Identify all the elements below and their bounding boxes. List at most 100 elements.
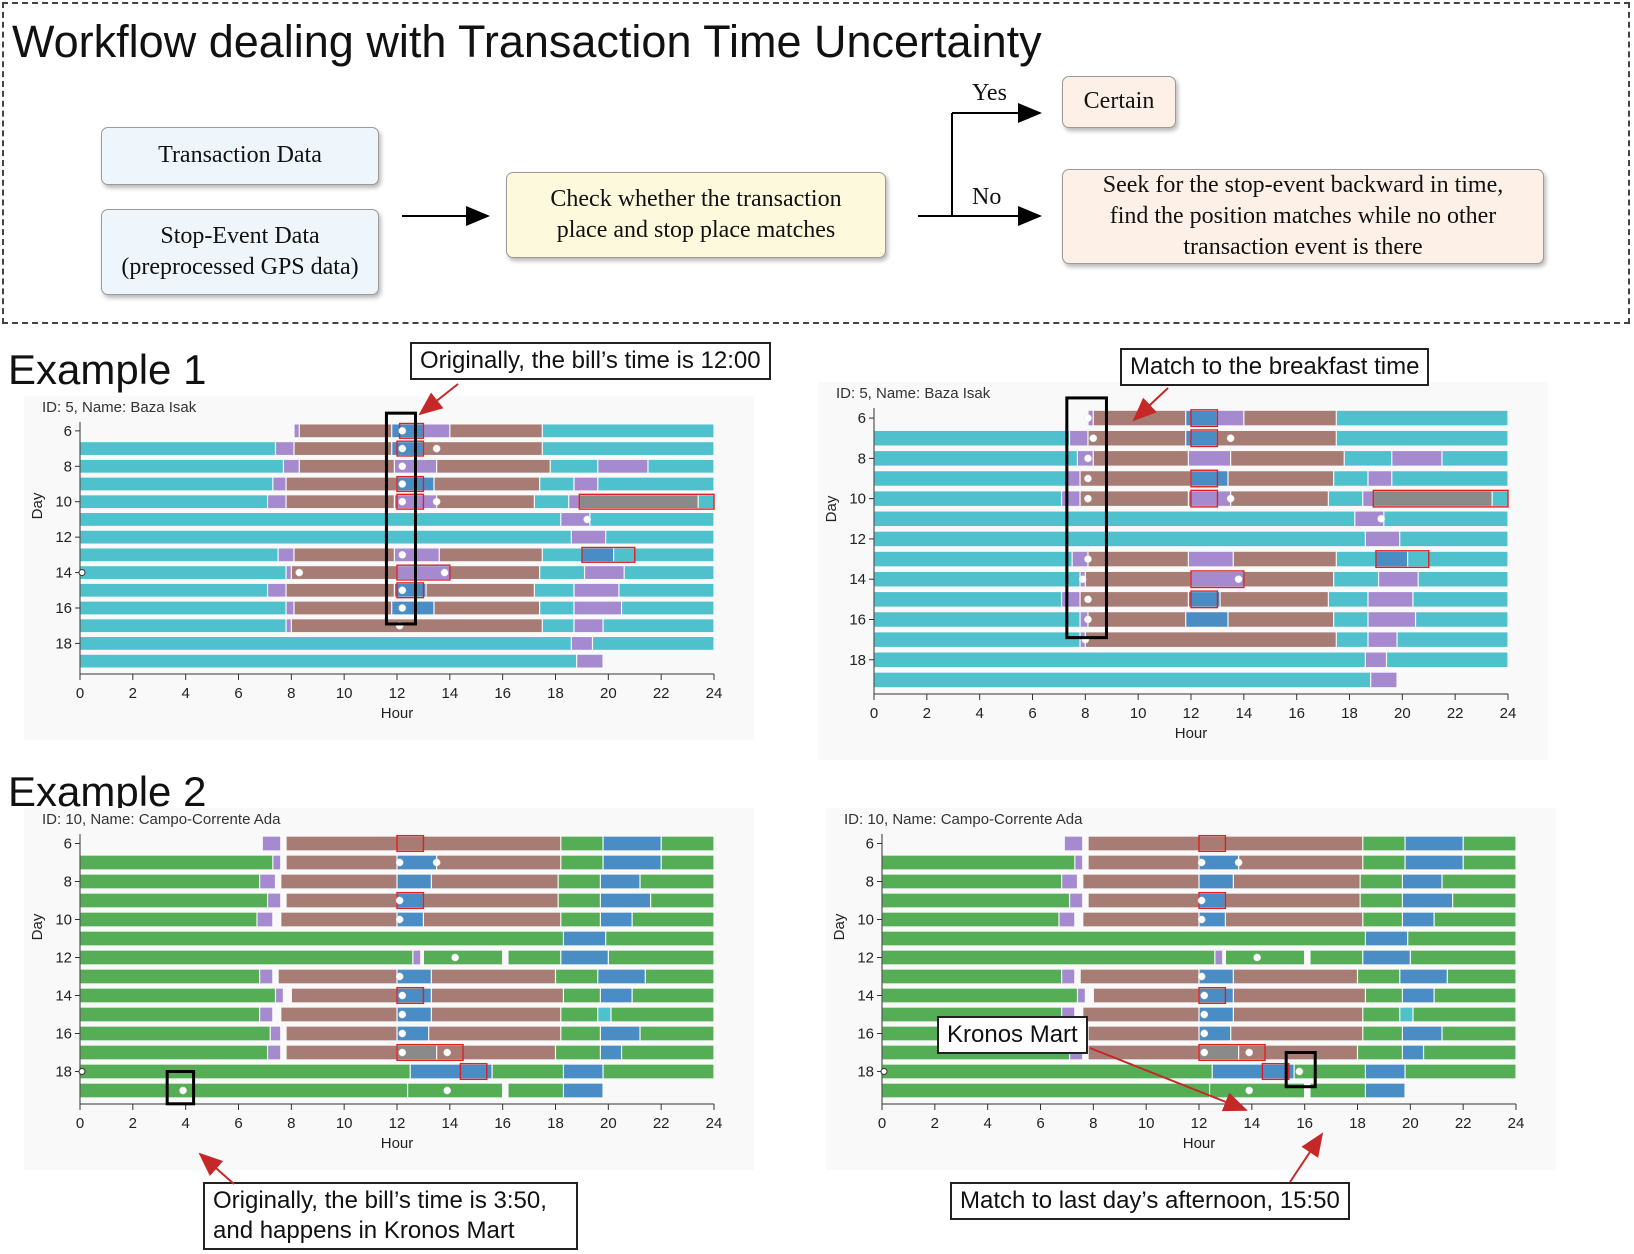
activity-segment xyxy=(1080,592,1188,607)
activity-segment xyxy=(1334,612,1368,627)
activity-segment xyxy=(1328,491,1363,506)
transaction-dot xyxy=(1197,858,1206,867)
activity-segment xyxy=(1400,1007,1413,1022)
activity-segment xyxy=(284,459,299,473)
transaction-dot xyxy=(583,515,592,524)
activity-segment xyxy=(397,912,423,927)
activity-segment xyxy=(651,893,714,908)
x-tick-label: 4 xyxy=(983,1115,991,1132)
activity-segment xyxy=(882,969,1062,984)
activity-segment xyxy=(80,548,278,562)
activity-segment xyxy=(574,619,603,633)
y-axis-label: Day xyxy=(29,492,46,519)
activity-segment xyxy=(1062,874,1077,889)
y-tick-label: 16 xyxy=(857,1026,874,1043)
y-tick-label: 8 xyxy=(64,874,72,891)
transaction-highlight xyxy=(1375,550,1430,569)
x-tick-label: 12 xyxy=(1191,1115,1208,1132)
activity-segment xyxy=(1080,491,1188,506)
transaction-dot xyxy=(1234,858,1243,867)
activity-segment xyxy=(1413,1007,1516,1022)
activity-segment xyxy=(556,969,598,984)
activity-segment xyxy=(640,1026,714,1041)
focus-box xyxy=(165,1070,196,1106)
transaction-dot xyxy=(1245,1048,1254,1057)
activity-segment xyxy=(601,988,632,1003)
activity-segment xyxy=(1360,874,1402,889)
activity-segment xyxy=(561,912,600,927)
activity-segment xyxy=(80,477,273,491)
activity-segment xyxy=(1199,874,1233,889)
y-tick-label: 6 xyxy=(64,423,72,440)
activity-segment xyxy=(1226,893,1360,908)
activity-segment xyxy=(622,601,714,615)
transaction-dot xyxy=(395,915,404,924)
activity-segment xyxy=(564,988,600,1003)
activity-segment xyxy=(1199,969,1233,984)
transaction-dot xyxy=(398,462,407,471)
activity-segment xyxy=(80,950,413,965)
x-tick-label: 0 xyxy=(878,1115,886,1132)
y-tick-label: 10 xyxy=(55,494,72,511)
x-tick-label: 14 xyxy=(441,685,458,702)
transaction-dot xyxy=(398,551,407,559)
callout-breakfast-match: Match to the breakfast time xyxy=(1120,348,1430,386)
activity-segment xyxy=(579,495,698,509)
y-axis-label: Day xyxy=(823,495,840,522)
x-tick-label: 8 xyxy=(1081,705,1089,722)
x-tick-label: 20 xyxy=(1394,705,1411,722)
transaction-dot xyxy=(1078,575,1087,584)
activity-segment xyxy=(397,969,431,984)
example1-title: Example 1 xyxy=(8,346,207,393)
activity-segment xyxy=(1403,988,1434,1003)
activity-segment xyxy=(273,477,286,491)
y-tick-label: 18 xyxy=(849,652,866,669)
activity-segment xyxy=(80,1064,410,1079)
x-tick-label: 6 xyxy=(234,1115,242,1132)
activity-segment xyxy=(1336,430,1508,446)
activity-segment xyxy=(268,1045,281,1060)
y-tick-label: 10 xyxy=(849,491,866,508)
activity-segment xyxy=(1358,969,1400,984)
activity-segment xyxy=(424,950,503,965)
y-tick-label: 14 xyxy=(857,988,874,1005)
activity-segment xyxy=(874,612,1080,627)
y-axis-label: Day xyxy=(29,913,46,940)
activity-segment xyxy=(1365,531,1400,547)
activity-segment xyxy=(558,893,600,908)
activity-segment xyxy=(561,1007,598,1022)
check-line2: place and stop place matches xyxy=(556,217,836,243)
activity-segment xyxy=(1199,1026,1231,1041)
activity-segment xyxy=(397,566,450,579)
activity-segment xyxy=(278,548,294,562)
activity-segment xyxy=(1199,1007,1233,1022)
activity-segment xyxy=(1199,988,1233,1003)
activity-segment xyxy=(561,950,608,965)
activity-segment xyxy=(1434,988,1516,1003)
transaction-highlight xyxy=(459,1062,488,1081)
transaction-dot xyxy=(1245,1086,1254,1095)
activity-segment xyxy=(1400,969,1447,984)
activity-segment xyxy=(698,495,714,509)
activity-segment xyxy=(80,912,257,927)
activity-segment xyxy=(80,583,267,597)
activity-segment xyxy=(1233,1007,1363,1022)
activity-segment xyxy=(1360,893,1402,908)
transaction-dot xyxy=(451,953,459,962)
transaction-dot xyxy=(1084,615,1092,624)
activity-segment xyxy=(1376,551,1408,567)
y-axis-label: Day xyxy=(831,913,848,940)
activity-segment xyxy=(1363,855,1405,870)
transaction-highlight xyxy=(1190,489,1219,508)
activity-segment xyxy=(1403,1045,1423,1060)
activity-segment xyxy=(299,459,394,473)
activity-segment xyxy=(556,1045,600,1060)
activity-segment xyxy=(542,619,574,633)
transaction-highlight xyxy=(1190,570,1245,589)
transaction-data-box: Transaction Data xyxy=(101,127,379,185)
activity-segment xyxy=(1088,1045,1199,1060)
activity-segment xyxy=(603,1064,714,1079)
activity-segment xyxy=(619,583,714,597)
